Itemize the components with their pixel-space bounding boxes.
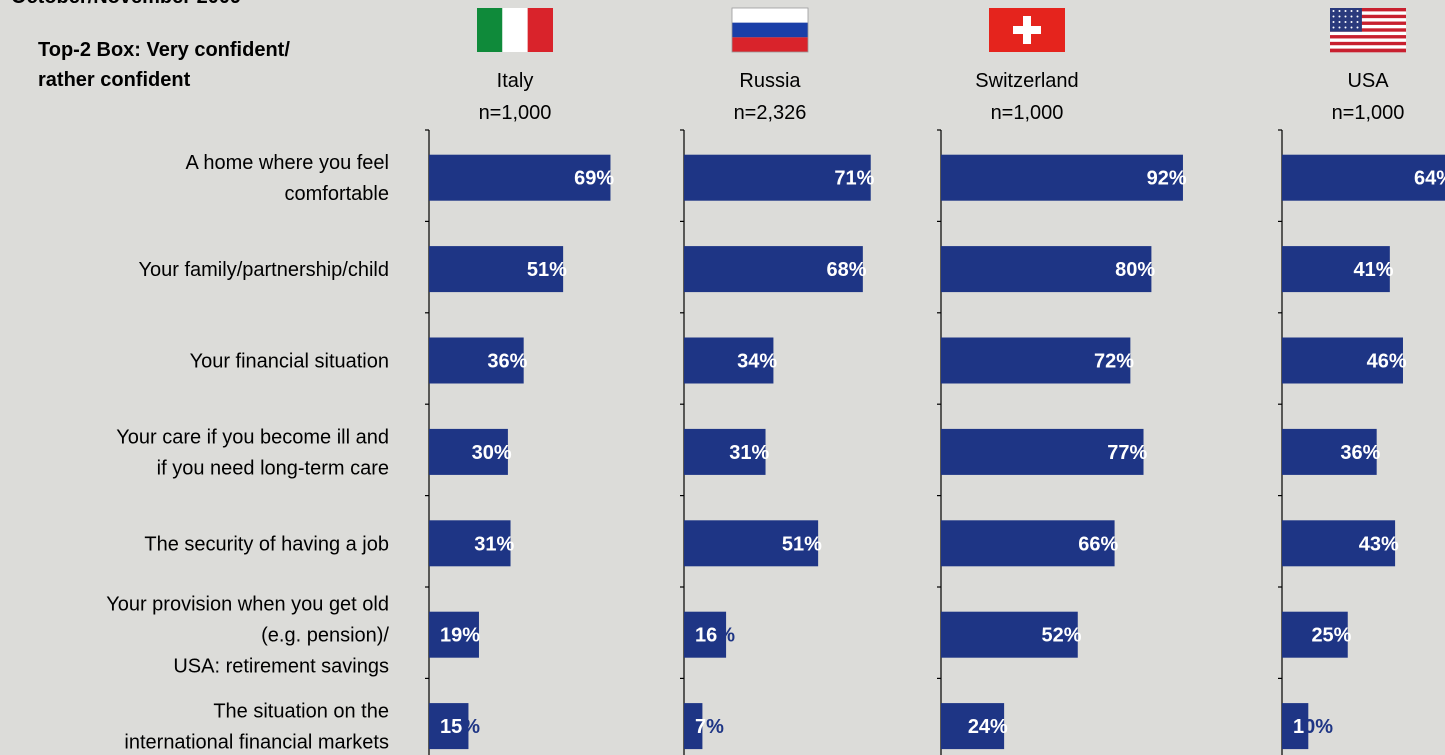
category-label-line: Your care if you become ill and [116, 426, 389, 448]
bar-value-label: 10% [1293, 716, 1333, 738]
bar [429, 337, 524, 384]
bar [941, 154, 1183, 201]
bar [941, 337, 1131, 384]
bar-value-label: 30% [472, 442, 512, 464]
bar [429, 154, 611, 201]
usa-flag-icon [1330, 8, 1406, 53]
bar-value-label: 71% [834, 168, 874, 190]
bar-value-label: 36% [1340, 442, 1380, 464]
category-label-line: A home where you feel [186, 152, 389, 174]
sample-size: n=2,326 [734, 102, 807, 124]
bar [1282, 246, 1390, 293]
bar-value-label: 25% [1311, 625, 1351, 647]
bar-value-label: 51% [782, 533, 822, 555]
bar [684, 246, 863, 293]
bar [429, 246, 564, 293]
category-label-line: international financial markets [124, 732, 389, 754]
subtitle-line-2: rather confident [38, 69, 191, 91]
country-name: USA [1347, 70, 1389, 92]
category-label: Your family/partnership/child [139, 259, 390, 281]
country-name: Switzerland [975, 70, 1078, 92]
bar [684, 428, 766, 475]
bar-value-label: 36% [487, 351, 527, 373]
category-label: The situation on the international financ… [124, 701, 389, 754]
bar [941, 246, 1152, 293]
bar-value-label: 24% [968, 716, 1008, 738]
category-label: Your provision when you get old (e.g. pen… [106, 594, 389, 678]
italy-flag-icon [477, 8, 553, 52]
category-label-line: USA: retirement savings [173, 656, 389, 678]
country-panel: Russia n=2,326 71% 68% 34% 31% 51% 16% 7% [680, 7, 875, 755]
bar-value-label: 52% [1041, 625, 1081, 647]
bar-value-label: 7% [695, 716, 724, 738]
category-label-line: Your family/partnership/child [139, 259, 390, 281]
bar-value-label: 68% [827, 259, 867, 281]
bar [684, 337, 774, 384]
country-panel: Switzerland n=1,000 92% 80% 72% 77% 66% 52% 24% [937, 8, 1187, 755]
bar [1282, 154, 1445, 201]
bar-value-label: 15% [440, 716, 480, 738]
bar [429, 703, 469, 750]
bar-value-label: 43% [1359, 533, 1399, 555]
category-label-line: Your provision when you get old [106, 594, 389, 616]
bar [1282, 337, 1403, 384]
category-label-line: Your financial situation [190, 351, 389, 373]
bar [684, 611, 727, 658]
bar-value-label: 31% [474, 533, 514, 555]
bar-value-label: 31% [729, 442, 769, 464]
bar-value-label: 46% [1367, 351, 1407, 373]
bar-value-label: 72% [1094, 351, 1134, 373]
bar-value-label: 66% [1078, 533, 1118, 555]
russia-flag-icon [731, 7, 809, 53]
bar-value-label: 69% [574, 168, 614, 190]
country-name: Russia [739, 70, 801, 92]
bar [429, 611, 479, 658]
bar [941, 520, 1115, 567]
category-label-line: comfortable [285, 183, 390, 205]
bar [941, 611, 1078, 658]
category-label-line: The security of having a job [144, 533, 389, 555]
bar [1282, 428, 1377, 475]
subtitle-line-1: Top-2 Box: Very confident/ [38, 39, 290, 61]
bar-value-label: 16% [695, 625, 735, 647]
country-panel: Italy n=1,000 69% 51% 36% 30% 31% 19% 15% [425, 8, 614, 755]
category-label: A home where you feel comfortable [186, 152, 389, 205]
sample-size: n=1,000 [1332, 102, 1405, 124]
country-name: Italy [497, 70, 534, 92]
bar [941, 428, 1144, 475]
bar-value-label: 41% [1354, 259, 1394, 281]
bar [429, 428, 508, 475]
category-label: The security of having a job [144, 533, 389, 555]
bar-value-label: 77% [1107, 442, 1147, 464]
bar-value-label: 80% [1115, 259, 1155, 281]
category-label-line: (e.g. pension)/ [261, 625, 389, 647]
category-label: Your care if you become ill and if you ne… [116, 426, 389, 479]
bar [684, 703, 703, 750]
category-label-line: if you need long-term care [157, 457, 389, 479]
country-panel: USA n=1,000 64% 41% 46% 36% 43% 25% 10% [1278, 8, 1445, 755]
bar [684, 154, 871, 201]
switzerland-flag-icon [989, 8, 1065, 52]
category-label: Your financial situation [190, 351, 389, 373]
bar [429, 520, 511, 567]
bar [1282, 703, 1309, 750]
bar-value-label: 51% [527, 259, 567, 281]
category-label-line: The situation on the [213, 701, 389, 723]
bar [684, 520, 819, 567]
bar [941, 703, 1005, 750]
date-line: October/November 2009 [11, 0, 241, 8]
bar-value-label: 19% [440, 625, 480, 647]
bar-value-label: 92% [1147, 168, 1187, 190]
bar-value-label: 64% [1414, 168, 1445, 190]
bar-value-label: 34% [737, 351, 777, 373]
sample-size: n=1,000 [479, 102, 552, 124]
bar [1282, 520, 1396, 567]
bar [1282, 611, 1348, 658]
sample-size: n=1,000 [991, 102, 1064, 124]
